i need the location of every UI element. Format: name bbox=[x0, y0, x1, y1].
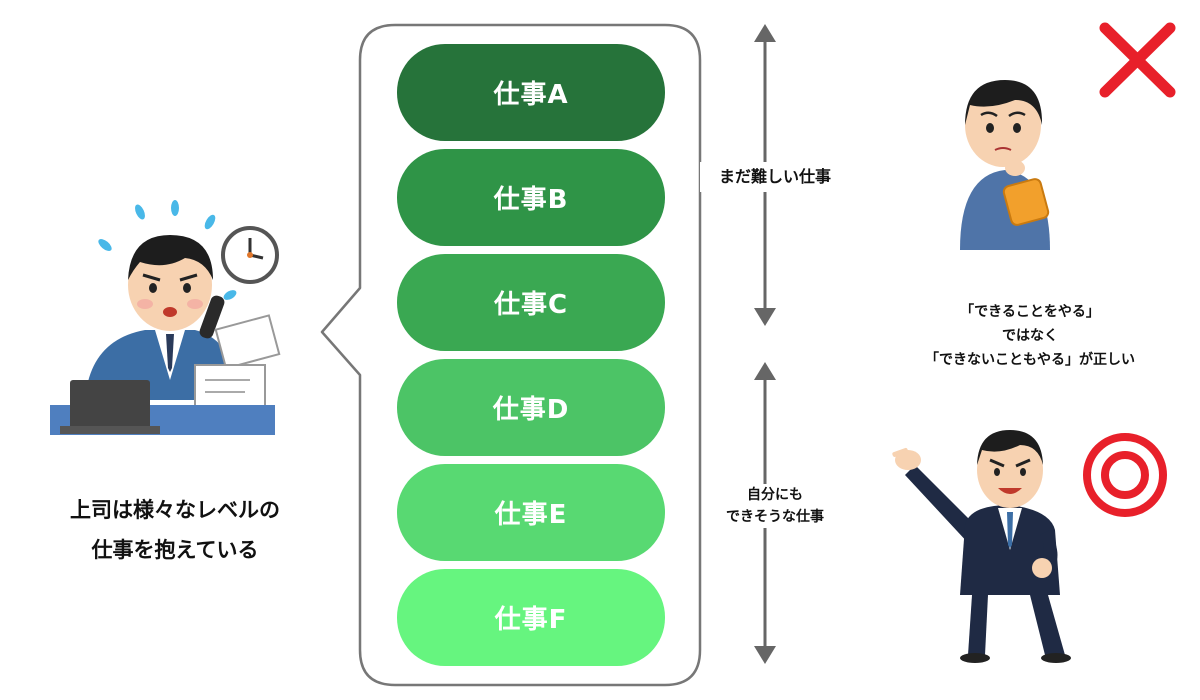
job-pill-f: 仕事F bbox=[397, 569, 665, 666]
job-pill-e: 仕事E bbox=[397, 464, 665, 561]
wrong-mark-icon bbox=[1099, 22, 1176, 98]
difficult-work-label: まだ難しい仕事 bbox=[700, 162, 850, 192]
job-pill-a: 仕事A bbox=[397, 44, 665, 141]
job-pill-c: 仕事C bbox=[397, 254, 665, 351]
job-pill-d: 仕事D bbox=[397, 359, 665, 456]
correct-mark-icon bbox=[1083, 433, 1167, 517]
clock-icon bbox=[221, 226, 279, 284]
easy-work-label-line1: 自分にも bbox=[747, 487, 803, 503]
box-icon bbox=[1002, 178, 1050, 226]
caption-line1: 上司は様々なレベルの bbox=[70, 498, 280, 522]
difficulty-arrows bbox=[754, 24, 776, 664]
job-pill-b: 仕事B bbox=[397, 149, 665, 246]
caption-line2: 仕事を抱えている bbox=[91, 538, 259, 562]
note-line1: 「できることをやる」 bbox=[960, 304, 1100, 320]
note-line3: 「できないこともやる」が正しい bbox=[925, 352, 1135, 368]
sweat-drops-icon bbox=[98, 200, 237, 300]
easy-work-label-line2: できそうな仕事 bbox=[726, 509, 824, 525]
worried-man-illustration bbox=[960, 80, 1050, 250]
easy-work-label: 自分にも できそうな仕事 bbox=[712, 484, 838, 528]
correct-approach-note: 「できることをやる」 ではなく 「できないこともやる」が正しい bbox=[895, 300, 1165, 372]
busy-boss-illustration bbox=[50, 200, 281, 435]
caption: 上司は様々なレベルの 仕事を抱えている bbox=[30, 490, 320, 570]
pointing-man-illustration bbox=[892, 430, 1071, 663]
note-line2: ではなく bbox=[1002, 328, 1058, 344]
